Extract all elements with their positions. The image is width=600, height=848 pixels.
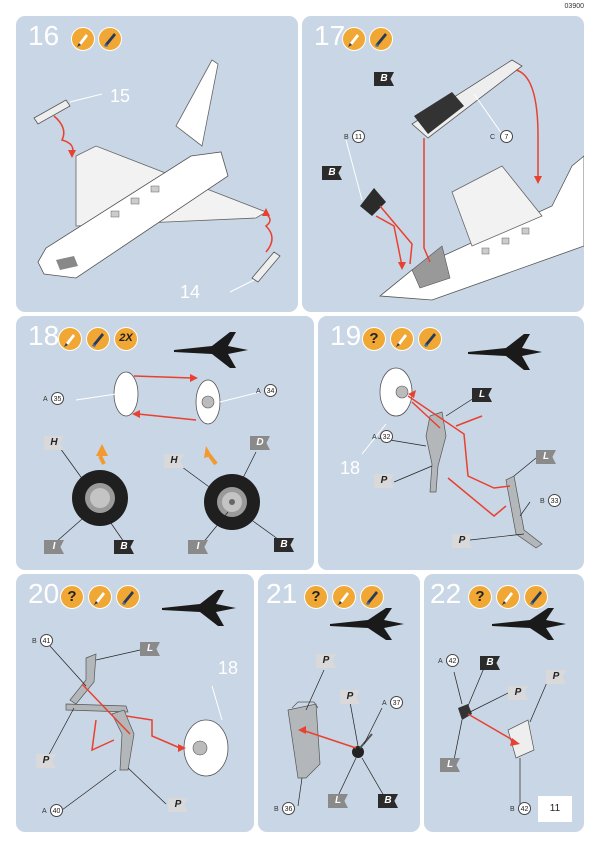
color-flag-L: L (472, 388, 492, 402)
color-flag-L: L (328, 794, 348, 808)
part-circle-34: 34 (264, 384, 277, 397)
color-flag-B: B (114, 540, 134, 554)
ref-wheel-18: 18 (218, 658, 239, 678)
color-flag-I: I (188, 540, 208, 554)
color-flag-L: L (440, 758, 460, 772)
color-flag-B: B (378, 794, 398, 808)
sprue-label-A: A (382, 700, 387, 707)
step-21-drawing (287, 608, 404, 807)
step-18-panel: 18 2X (16, 316, 314, 570)
step-21-panel: 21 ? P P A 37 L B B 36 (258, 574, 420, 832)
color-flag-P: P (546, 670, 566, 684)
step-22-panel: 22 ? A 42 B P P L B 42 11 (424, 574, 584, 832)
step-number: 16 (28, 20, 60, 51)
step-number: 18 (28, 320, 60, 351)
color-flag-B: B (274, 538, 294, 552)
color-flag-B: B (480, 656, 500, 670)
color-flag-P: P (374, 474, 394, 488)
question-icon: ? (60, 585, 84, 609)
part-number-14: 14 (180, 282, 201, 302)
step-17-drawing (345, 59, 584, 301)
sprue-label-A: A (42, 808, 47, 815)
color-flag-L: L (140, 642, 160, 656)
paint-brush-icon (418, 327, 442, 351)
color-flag-P: P (508, 686, 528, 700)
color-flag-P: P (36, 754, 56, 768)
question-icon: ? (304, 585, 328, 609)
part-circle-32: 32 (380, 430, 393, 443)
step-16-panel: 16 15 14 (16, 16, 298, 312)
paint-brush-icon (98, 27, 122, 51)
glue-icon (342, 27, 366, 51)
step-number: 19 (330, 320, 362, 351)
paint-brush-icon (369, 27, 393, 51)
part-number-15: 15 (110, 86, 131, 106)
sprue-label-B: B (274, 806, 279, 813)
step-19-drawing (361, 334, 543, 549)
sprue-label-A: A (256, 388, 261, 395)
sprue-label-B: B (540, 498, 545, 505)
sprue-label-B: B (344, 134, 349, 141)
sprue-label-C: C (490, 134, 496, 141)
ref-wheel-18: 18 (340, 458, 361, 478)
part-circle-42: 42 (518, 802, 531, 815)
color-flag-B: B (374, 72, 394, 86)
color-flag-H: H (164, 454, 184, 468)
step-16-drawing (33, 59, 281, 293)
part-circle-7: 7 (500, 130, 513, 143)
color-flag-I: I (44, 540, 64, 554)
step-number: 17 (314, 20, 346, 51)
question-icon: ? (468, 585, 492, 609)
step-17-panel: 17 B B B 11 C 7 (302, 16, 584, 312)
page-number: 11 (538, 796, 572, 822)
color-flag-P: P (452, 534, 472, 548)
color-flag-P: P (316, 654, 336, 668)
glue-icon (390, 327, 414, 351)
color-flag-B: B (322, 166, 342, 180)
paint-brush-icon (86, 327, 110, 351)
glue-icon (332, 585, 356, 609)
step-20-drawing (45, 590, 236, 811)
glue-icon (496, 585, 520, 609)
sprue-label-A: A (438, 658, 443, 665)
color-flag-D: D (250, 436, 270, 450)
sprue-label-A: A (43, 396, 48, 403)
part-circle-35: 35 (51, 392, 64, 405)
part-circle-41: 41 (40, 634, 53, 647)
color-flag-P: P (340, 690, 360, 704)
step-number: 21 (266, 578, 298, 609)
part-circle-40: 40 (50, 804, 63, 817)
color-flag-P: P (168, 798, 188, 812)
quantity-badge: 2X (114, 327, 138, 351)
step-number: 22 (430, 578, 462, 609)
part-circle-33: 33 (548, 494, 561, 507)
step-18-drawing (55, 332, 283, 545)
sprue-label-A: A (372, 434, 377, 441)
sprue-label-B: B (510, 806, 515, 813)
step-20-panel: 20 ? 18 B 41 A 40 L P P (16, 574, 254, 832)
paint-brush-icon (360, 585, 384, 609)
glue-icon (71, 27, 95, 51)
sprue-label-B: B (32, 638, 37, 645)
glue-icon (88, 585, 112, 609)
question-icon: ? (362, 327, 386, 351)
paint-brush-icon (116, 585, 140, 609)
document-code: 03900 (564, 3, 584, 10)
step-19-panel: 19 ? 18 A 32 B 33 L L P P (318, 316, 584, 570)
part-circle-11: 11 (352, 130, 365, 143)
step-22-drawing (453, 608, 566, 804)
paint-brush-icon (524, 585, 548, 609)
color-flag-H: H (44, 436, 64, 450)
part-circle-42: 42 (446, 654, 459, 667)
part-circle-36: 36 (282, 802, 295, 815)
step-number: 20 (28, 578, 60, 609)
glue-icon (58, 327, 82, 351)
part-circle-37: 37 (390, 696, 403, 709)
color-flag-L: L (536, 450, 556, 464)
